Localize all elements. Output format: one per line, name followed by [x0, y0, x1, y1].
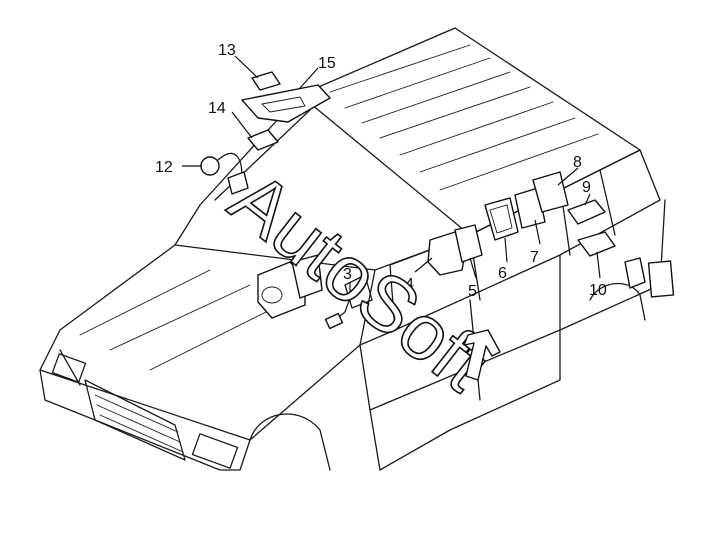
callout-7: 7 — [530, 249, 539, 266]
callout-15: 15 — [318, 55, 336, 72]
part-10-module — [577, 231, 616, 257]
leader-lines — [182, 55, 601, 300]
callout-numbers: 13 15 14 12 3 4 5 6 7 8 9 10 — [155, 42, 607, 300]
part-5-frame — [454, 224, 483, 263]
part-9-module — [567, 199, 606, 225]
callout-5: 5 — [468, 283, 477, 300]
callout-4: 4 — [405, 276, 414, 293]
vehicle-body — [39, 27, 666, 471]
callout-10: 10 — [589, 282, 607, 299]
callout-8: 8 — [573, 154, 582, 171]
parts — [200, 71, 675, 330]
part-1-housing — [257, 261, 306, 319]
part-14-lamp — [251, 71, 281, 91]
part-13-lamp — [247, 129, 279, 151]
callout-12: 12 — [155, 159, 173, 176]
callout-13: 14 — [208, 100, 226, 117]
part-6-frame — [484, 197, 519, 241]
part-8-frame — [532, 171, 569, 213]
callout-3: 3 — [343, 266, 352, 283]
callout-6: 6 — [498, 265, 507, 282]
part-12-sensor — [200, 156, 220, 176]
watermark-arrow — [463, 329, 501, 381]
callout-9: 9 — [582, 179, 591, 196]
part-15-console — [241, 84, 331, 123]
callout-14: 13 — [218, 42, 236, 59]
